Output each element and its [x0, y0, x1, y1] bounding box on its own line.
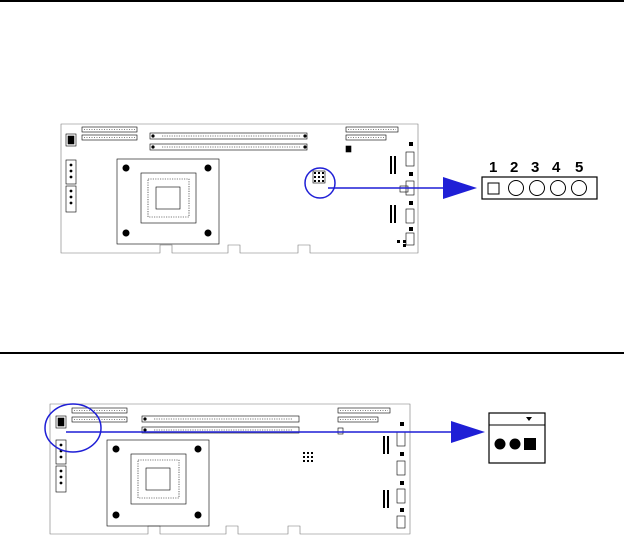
- pin-number-2: 2: [510, 159, 518, 176]
- pin-number-1: 1: [489, 159, 497, 176]
- top-pin-header: 1 2 3 4 5: [482, 159, 597, 199]
- bottom-pin-header: [489, 413, 545, 463]
- pin-number-3: 3: [531, 159, 539, 176]
- bottom-highlight: [45, 404, 485, 452]
- pin-number-4: 4: [552, 159, 561, 176]
- pin-number-5: 5: [575, 159, 583, 176]
- bottom-board: [50, 404, 410, 534]
